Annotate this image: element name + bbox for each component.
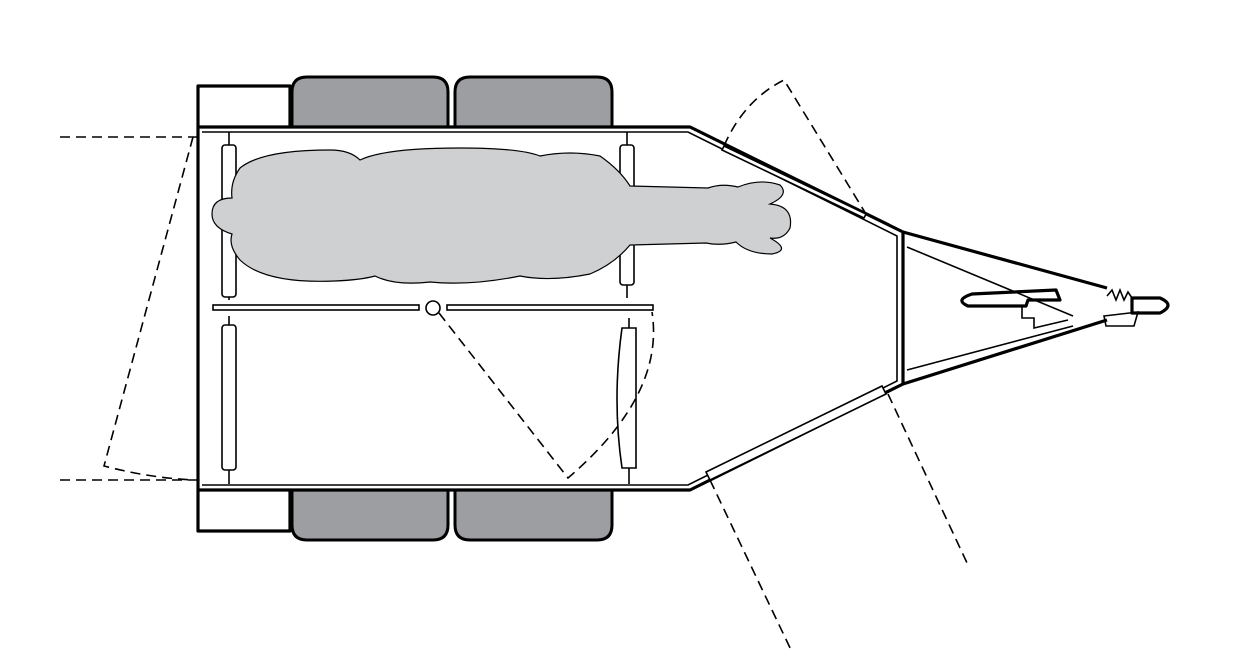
horse-silhouette [211, 147, 792, 284]
front-window-top [720, 144, 868, 220]
wheel-top-front [453, 75, 614, 129]
rear-bumper [196, 84, 292, 533]
coupler-jaw [1021, 306, 1069, 330]
coupler-ball [1130, 296, 1170, 315]
divider-pivot [425, 300, 441, 316]
rail-front-bottom [616, 327, 637, 469]
rear-ramp-swing [58, 136, 198, 481]
front-door-swing-bottom-a [887, 393, 969, 566]
divider-bar-rear [212, 304, 420, 311]
wheels-top [290, 75, 614, 129]
front-window-bottom [704, 384, 888, 482]
coupler-latch [1103, 311, 1140, 327]
divider-bar-front [446, 304, 654, 311]
front-door-swing-top [723, 78, 867, 215]
center-divider [212, 300, 654, 316]
trailer-body-inner [202, 131, 898, 486]
wheels-bottom [290, 488, 614, 542]
trailer-body-outline [198, 125, 905, 492]
tow-hitch-coupler [960, 287, 1170, 330]
coupler-spring [1106, 287, 1133, 303]
rail-rear-bottom [221, 324, 237, 471]
tow-hitch-frame-inner [906, 246, 1074, 371]
wheel-top-rear [290, 75, 450, 129]
wheel-bottom-front [453, 488, 614, 542]
divider-gate-swing [438, 311, 655, 480]
front-door-swing-bottom-b [709, 479, 793, 653]
coupler-handle [960, 288, 1062, 308]
wheel-bottom-rear [290, 488, 450, 542]
tow-hitch-frame [902, 230, 1108, 386]
